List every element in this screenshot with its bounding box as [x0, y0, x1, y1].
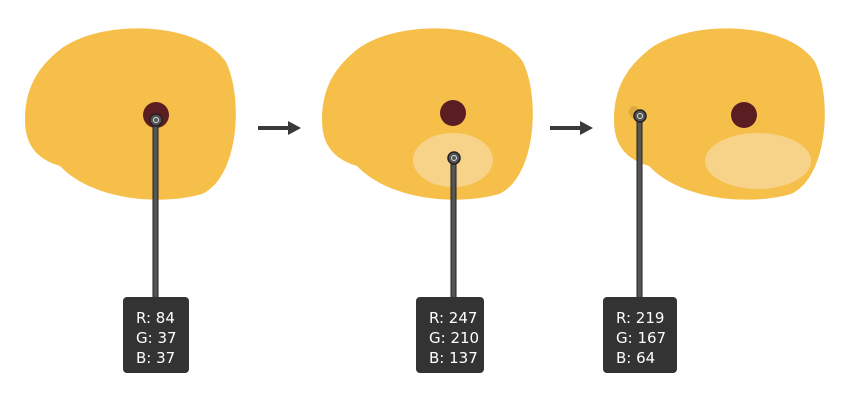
eyedropper-icon [633, 109, 647, 123]
color-readout-box [603, 297, 677, 373]
blue-value: B: 137 [429, 349, 478, 367]
cheek [705, 133, 811, 189]
green-value: G: 167 [616, 329, 666, 347]
green-value: G: 37 [136, 329, 177, 347]
green-value: G: 210 [429, 329, 479, 347]
step-2-panel: R: 247 G: 210 B: 137 [322, 28, 533, 373]
face-shape [25, 28, 236, 200]
picker-line [450, 159, 457, 299]
color-readout-box [416, 297, 484, 373]
picker-line [636, 117, 643, 299]
eyedropper-icon [149, 113, 163, 127]
blue-value: B: 37 [136, 349, 175, 367]
color-readout-box [123, 297, 189, 373]
arrow-icon [258, 121, 301, 135]
eyedropper-icon [447, 151, 461, 165]
picker-line [152, 121, 159, 299]
blue-value: B: 64 [616, 349, 655, 367]
step-1-panel: R: 84 G: 37 B: 37 [25, 28, 236, 373]
eye [440, 100, 466, 126]
arrow-icon [550, 121, 593, 135]
red-value: R: 84 [136, 309, 175, 327]
step-3-panel: R: 219 G: 167 B: 64 [603, 28, 825, 373]
red-value: R: 247 [429, 309, 477, 327]
eye [731, 102, 757, 128]
red-value: R: 219 [616, 309, 664, 327]
